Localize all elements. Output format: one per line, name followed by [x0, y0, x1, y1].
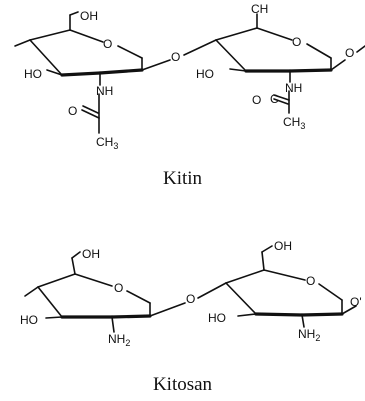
chitin-ch3-left: CH3	[96, 135, 118, 151]
chitosan-structure: OH O HO NH2 O OH O HO NH2 O'	[20, 239, 362, 348]
chitin-glycosidic-o: O	[171, 50, 180, 64]
chitin-oh-label: OH	[80, 9, 98, 23]
chitosan-ring-left	[24, 251, 186, 333]
chitin-tail-o: O	[345, 46, 354, 60]
chitosan-oh-left: OH	[82, 247, 100, 261]
caption-kitin: Kitin	[162, 168, 203, 189]
chitosan-ho-left: HO	[20, 313, 38, 327]
chitin-carbonyl-o-left: O	[68, 104, 77, 118]
chitosan-ho-right: HO	[208, 311, 226, 325]
chitin-nh-left: NH	[96, 84, 113, 98]
chitin-ho-right: HO	[196, 67, 214, 81]
chitosan-glycosidic-o: O	[186, 292, 195, 306]
chitin-ring-right	[183, 13, 365, 114]
chitin-ring-left	[14, 11, 171, 134]
chitin-ring-o-left: O	[103, 37, 112, 51]
chitosan-ring-right	[197, 245, 357, 328]
caption-kitosan: Kitosan	[152, 374, 213, 395]
chitin-nh-right: NH	[285, 81, 302, 95]
chitin-carbonyl-c-right: C	[270, 92, 279, 106]
chitosan-tail-o: O'	[350, 295, 362, 309]
chitin-ch3-right: CH3	[283, 115, 305, 131]
chitin-ch-label: CH	[251, 2, 268, 16]
chitin-ring-o-right: O	[292, 35, 301, 49]
chitosan-oh-right: OH	[274, 239, 292, 253]
chitin-carbonyl-o-right: O	[252, 93, 261, 107]
chitosan-nh2-left: NH2	[108, 332, 130, 348]
chitosan-ring-o-left: O	[114, 281, 123, 295]
chitosan-ring-o-right: O	[306, 274, 315, 288]
chitin-ho-left: HO	[24, 67, 42, 81]
chitin-structure: OH O HO NH O CH3 O CH O HO NH O C CH3 O	[14, 2, 365, 151]
chitosan-nh2-right: NH2	[298, 327, 320, 343]
